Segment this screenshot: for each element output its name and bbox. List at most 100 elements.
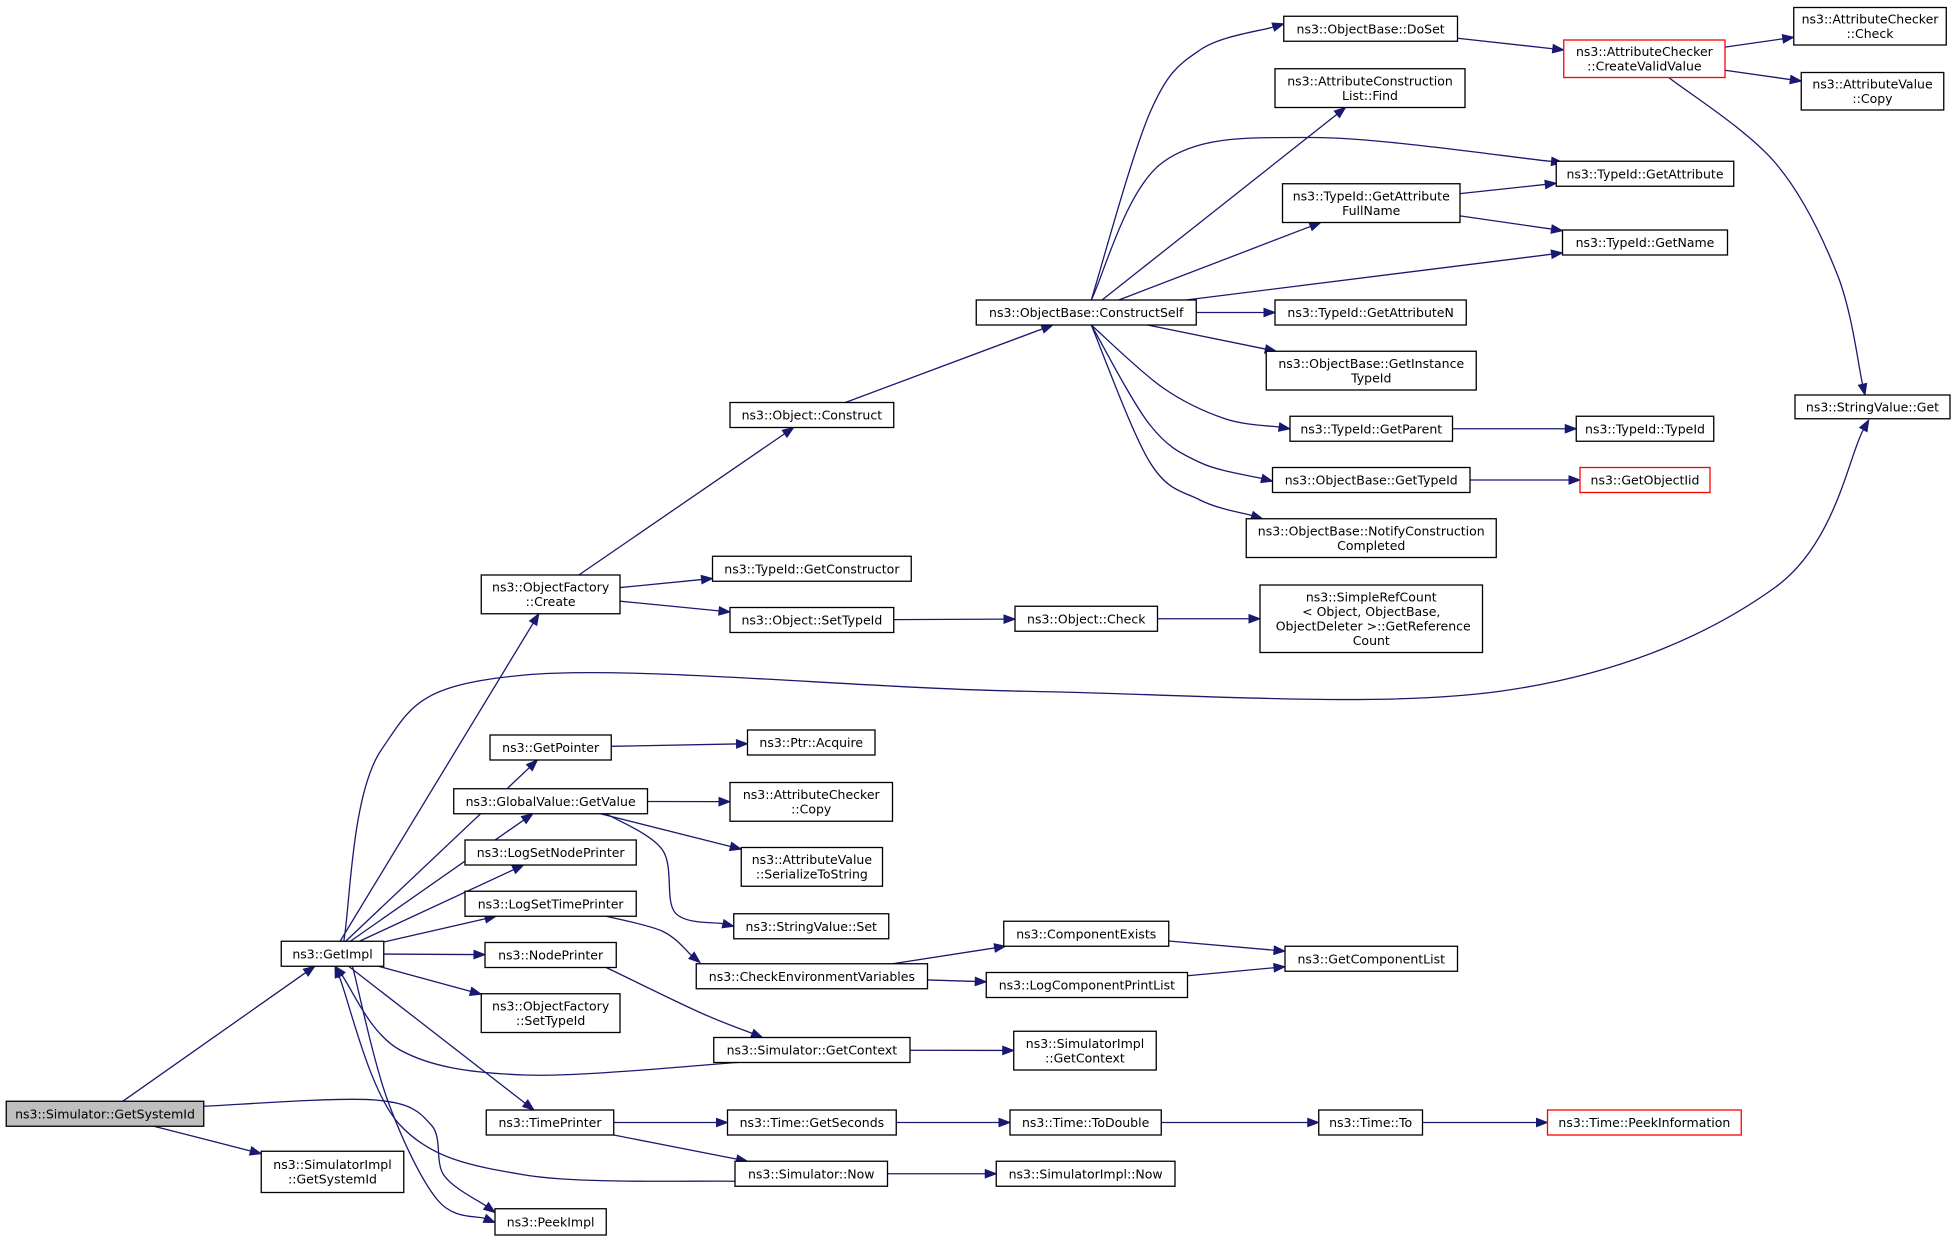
node-sv-get[interactable]: ns3::StringValue::Get: [1794, 394, 1951, 420]
node-checkenv[interactable]: ns3::CheckEnvironmentVariables: [695, 963, 929, 990]
node-box: [695, 963, 929, 990]
node-time-peekinformation[interactable]: ns3::Time::PeekInformation: [1546, 1109, 1742, 1136]
node-label: ns3::LogSetNodePrinter: [477, 845, 626, 860]
node-box: [1009, 1109, 1162, 1136]
node-sim-now[interactable]: ns3::Simulator::Now: [734, 1160, 889, 1187]
node-ob-gettypeid[interactable]: ns3::ObjectBase::GetTypeId: [1271, 466, 1471, 494]
edge-root-to-getimpl: [122, 965, 316, 1102]
node-label: ns3::TypeId::GetAttributeN: [1287, 305, 1453, 320]
node-label: Count: [1353, 633, 1390, 648]
edge-line: [341, 974, 738, 1076]
node-ptr-acquire[interactable]: ns3::Ptr::Acquire: [746, 729, 876, 756]
node-gv-getvalue[interactable]: ns3::GlobalValue::GetValue: [453, 788, 649, 815]
edge-line: [1724, 69, 1791, 81]
node-tid-typeid[interactable]: ns3::TypeId::TypeId: [1575, 415, 1715, 442]
edge-line: [339, 622, 534, 942]
node-simimpl-now[interactable]: ns3::SimulatorImpl::Now: [995, 1160, 1176, 1187]
node-box: [1274, 299, 1467, 326]
edge-ob-constructself-to-acl-find: [1101, 106, 1347, 301]
node-typeid-getconstructor[interactable]: ns3::TypeId::GetConstructor: [711, 555, 912, 582]
node-box: [746, 729, 876, 756]
edge-object-check-to-simplerefcount: [1157, 613, 1262, 624]
node-label: ns3::GetObjectIid: [1591, 473, 1700, 488]
node-getobjectiid[interactable]: ns3::GetObjectIid: [1579, 466, 1711, 494]
node-logsettimeprinter[interactable]: ns3::LogSetTimePrinter: [464, 890, 637, 917]
node-time-to[interactable]: ns3::Time::To: [1318, 1109, 1424, 1136]
edge-line: [1459, 183, 1546, 195]
node-label: ::SerializeToString: [756, 867, 868, 882]
node-simimpl-getsystemid[interactable]: ns3::SimulatorImpl::GetSystemId: [260, 1150, 405, 1194]
edge-arrowhead: [473, 949, 487, 960]
edge-arrowhead: [993, 943, 1007, 953]
node-sim-getcontext[interactable]: ns3::Simulator::GetContext: [713, 1036, 911, 1064]
edge-ob-constructself-to-tid-getattrfullname: [1118, 221, 1323, 301]
node-box: [1003, 920, 1170, 947]
node-object-construct[interactable]: ns3::Object::Construct: [729, 401, 895, 429]
node-simimpl-getcontext[interactable]: ns3::SimulatorImpl::GetContext: [1013, 1030, 1157, 1071]
node-simplerefcount[interactable]: ns3::SimpleRefCount< Object, ObjectBase,…: [1259, 584, 1484, 654]
edge-root-to-peekimpl: [203, 1098, 497, 1214]
node-box: [1561, 229, 1729, 256]
node-ac-copy[interactable]: ns3::AttributeChecker::Copy: [729, 781, 894, 822]
node-label: ns3::Simulator::Now: [748, 1166, 875, 1181]
edge-arrowhead: [302, 965, 316, 977]
node-getpointer[interactable]: ns3::GetPointer: [489, 734, 612, 761]
node-ac-check[interactable]: ns3::AttributeChecker::Check: [1793, 6, 1947, 46]
node-box: [713, 1036, 911, 1064]
edge-line: [619, 600, 720, 612]
node-peekimpl[interactable]: ns3::PeekImpl: [494, 1208, 607, 1236]
node-tid-getname[interactable]: ns3::TypeId::GetName: [1561, 229, 1729, 256]
node-label: ns3::AttributeChecker: [743, 787, 881, 802]
node-object-settypeid[interactable]: ns3::Object::SetTypeId: [729, 606, 895, 634]
node-logcomponentprintlist[interactable]: ns3::LogComponentPrintList: [985, 971, 1189, 999]
edge-arrowhead: [1564, 423, 1578, 434]
edge-logsettimeprinter-to-checkenv: [606, 915, 702, 964]
node-getimpl[interactable]: ns3::GetImpl: [280, 940, 385, 967]
node-label: List::Find: [1342, 88, 1398, 103]
node-time-todouble[interactable]: ns3::Time::ToDouble: [1009, 1109, 1162, 1136]
node-label: ns3::AttributeChecker: [1576, 44, 1714, 59]
node-box: [975, 299, 1197, 326]
node-componentexists[interactable]: ns3::ComponentExists: [1003, 920, 1170, 947]
node-label: ns3::NodePrinter: [498, 948, 604, 963]
edge-line: [1457, 37, 1553, 50]
edge-timeprinter-to-sim-now: [613, 1134, 749, 1164]
nodes-layer: ns3::Simulator::GetSystemIdns3::Simulato…: [5, 6, 1951, 1236]
node-ob-doset[interactable]: ns3::ObjectBase::DoSet: [1283, 15, 1459, 42]
node-box: [729, 781, 894, 822]
node-getcomponentlist[interactable]: ns3::GetComponentList: [1284, 945, 1459, 972]
edge-ob-constructself-to-ob-gettypeid: [1090, 324, 1274, 484]
edge-tid-getattrfullname-to-tid-getname: [1459, 215, 1564, 234]
node-timeprinter[interactable]: ns3::TimePrinter: [485, 1109, 615, 1136]
node-nodeprinter[interactable]: ns3::NodePrinter: [484, 941, 617, 969]
node-ob-notifyconstruction[interactable]: ns3::ObjectBase::NotifyConstructionCompl…: [1245, 518, 1497, 559]
node-ac-createvalidvalue[interactable]: ns3::AttributeChecker::CreateValidValue: [1563, 39, 1726, 79]
node-objfactory-create[interactable]: ns3::ObjectFactory::Create: [480, 574, 621, 615]
node-of-settypeid[interactable]: ns3::ObjectFactory::SetTypeId: [480, 993, 621, 1034]
edge-line: [927, 979, 976, 983]
node-av-copy[interactable]: ns3::AttributeValue::Copy: [1800, 71, 1945, 111]
node-time-getseconds[interactable]: ns3::Time::GetSeconds: [726, 1109, 897, 1136]
node-tid-getattributen[interactable]: ns3::TypeId::GetAttributeN: [1274, 299, 1467, 326]
node-label: ns3::Time::PeekInformation: [1558, 1115, 1730, 1130]
edge-line: [605, 813, 724, 925]
edge-line: [619, 578, 702, 589]
node-sv-set[interactable]: ns3::StringValue::Set: [733, 913, 890, 940]
node-tid-getparent[interactable]: ns3::TypeId::GetParent: [1289, 415, 1454, 442]
edge-sim-getcontext-to-simimpl-getcontext: [909, 1045, 1016, 1056]
edge-arrowhead: [334, 964, 344, 979]
edge-line: [383, 953, 475, 956]
node-label: ns3::CheckEnvironmentVariables: [709, 969, 915, 984]
node-tid-getattribute[interactable]: ns3::TypeId::GetAttribute: [1555, 160, 1735, 187]
edge-arrowhead: [1544, 179, 1558, 190]
node-ob-constructself[interactable]: ns3::ObjectBase::ConstructSelf: [975, 299, 1197, 326]
node-box: [1274, 68, 1466, 109]
node-root[interactable]: ns3::Simulator::GetSystemId: [5, 1100, 205, 1127]
node-logsetnodeprinter[interactable]: ns3::LogSetNodePrinter: [464, 839, 637, 866]
node-object-check[interactable]: ns3::Object::Check: [1014, 605, 1159, 632]
node-av-serialize[interactable]: ns3::AttributeValue::SerializeToString: [740, 846, 884, 887]
edge-line: [1459, 215, 1552, 230]
